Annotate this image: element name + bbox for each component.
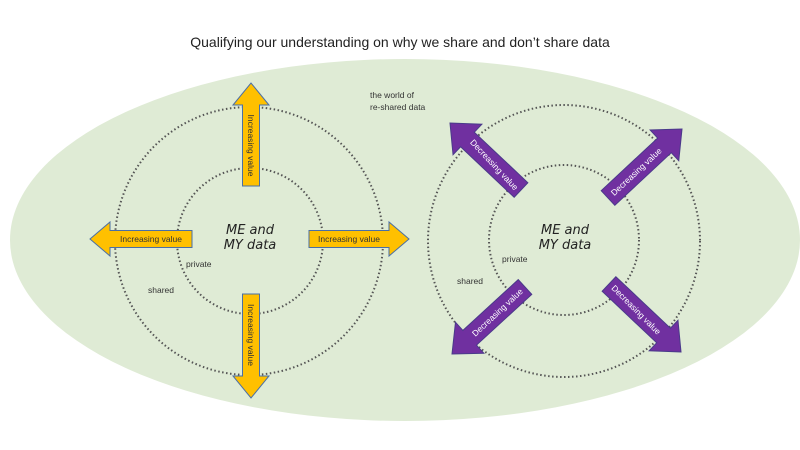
arrow-down: Increasing value [231, 293, 271, 399]
arrow-shape [308, 220, 410, 258]
left-diagram: ME and MY data private shared Increasing… [89, 82, 410, 399]
inner-ring-private [488, 164, 640, 316]
arrow-left: Increasing value [89, 220, 193, 258]
arrow-label: Increasing value [246, 115, 256, 177]
arrow-label: Increasing value [318, 234, 380, 244]
arrow-shape [451, 278, 533, 355]
diagram-title: Qualifying our understanding on why we s… [190, 34, 610, 50]
center-label-line2: MY data [539, 238, 592, 253]
center-label-line2: MY data [224, 238, 277, 253]
arrow-shape [449, 122, 529, 198]
arrow-shape [231, 293, 271, 399]
private-label: private [186, 259, 212, 269]
private-label: private [502, 254, 528, 264]
world-label-line1: the world of [370, 90, 415, 100]
shared-label: shared [148, 285, 174, 295]
arrow-shape [601, 276, 682, 353]
arrow-label: Increasing value [246, 304, 256, 366]
arrow-up: Increasing value [231, 82, 271, 187]
outer-ring-shared [427, 104, 701, 378]
center-label-line1: ME and [226, 223, 275, 238]
arrow-shape [231, 82, 271, 187]
arrow-shape [89, 220, 193, 258]
arrow-label: Increasing value [120, 234, 182, 244]
arrow-shape [600, 128, 683, 207]
center-label-line1: ME and [541, 223, 590, 238]
world-label-line2: re-shared data [370, 102, 426, 112]
arrow-right: Increasing value [308, 220, 410, 258]
shared-label: shared [457, 276, 483, 286]
